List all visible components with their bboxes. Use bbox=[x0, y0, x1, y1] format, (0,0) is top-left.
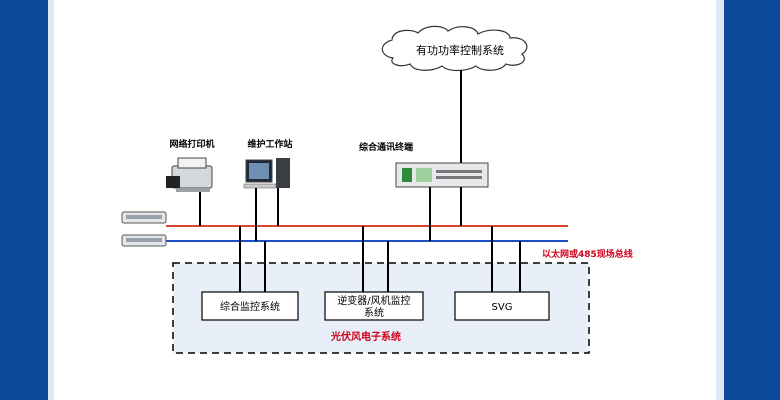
box3-label: SVG bbox=[492, 302, 513, 313]
cloud-shape bbox=[381, 25, 528, 72]
workstation-label: 维护工作站 bbox=[247, 138, 292, 150]
box-inverter-monitoring bbox=[324, 291, 424, 321]
box2-label-line2: 系统 bbox=[364, 306, 384, 319]
box1-label: 综合监控系统 bbox=[220, 300, 280, 313]
box2-label-line1: 逆变器/风机监控 bbox=[337, 294, 410, 307]
region-label: 光伏风电子系统 bbox=[330, 330, 401, 343]
workstation-icon bbox=[243, 158, 290, 189]
comm-terminal-label: 综合通讯终端 bbox=[359, 141, 413, 153]
box-integrated-monitoring bbox=[201, 291, 299, 321]
printer-label: 网络打印机 bbox=[169, 138, 214, 150]
printer-icon bbox=[166, 157, 213, 192]
left-frame bbox=[0, 0, 48, 400]
cloud-label: 有功功率控制系统 bbox=[416, 43, 504, 57]
comm-terminal-icon bbox=[395, 162, 489, 188]
right-frame-stripe bbox=[716, 0, 724, 400]
right-frame bbox=[724, 0, 780, 400]
switch-icon bbox=[121, 211, 167, 247]
bus-label: 以太网或485现场总线 bbox=[542, 248, 633, 260]
box-svg bbox=[454, 291, 550, 321]
left-frame-stripe bbox=[48, 0, 54, 400]
